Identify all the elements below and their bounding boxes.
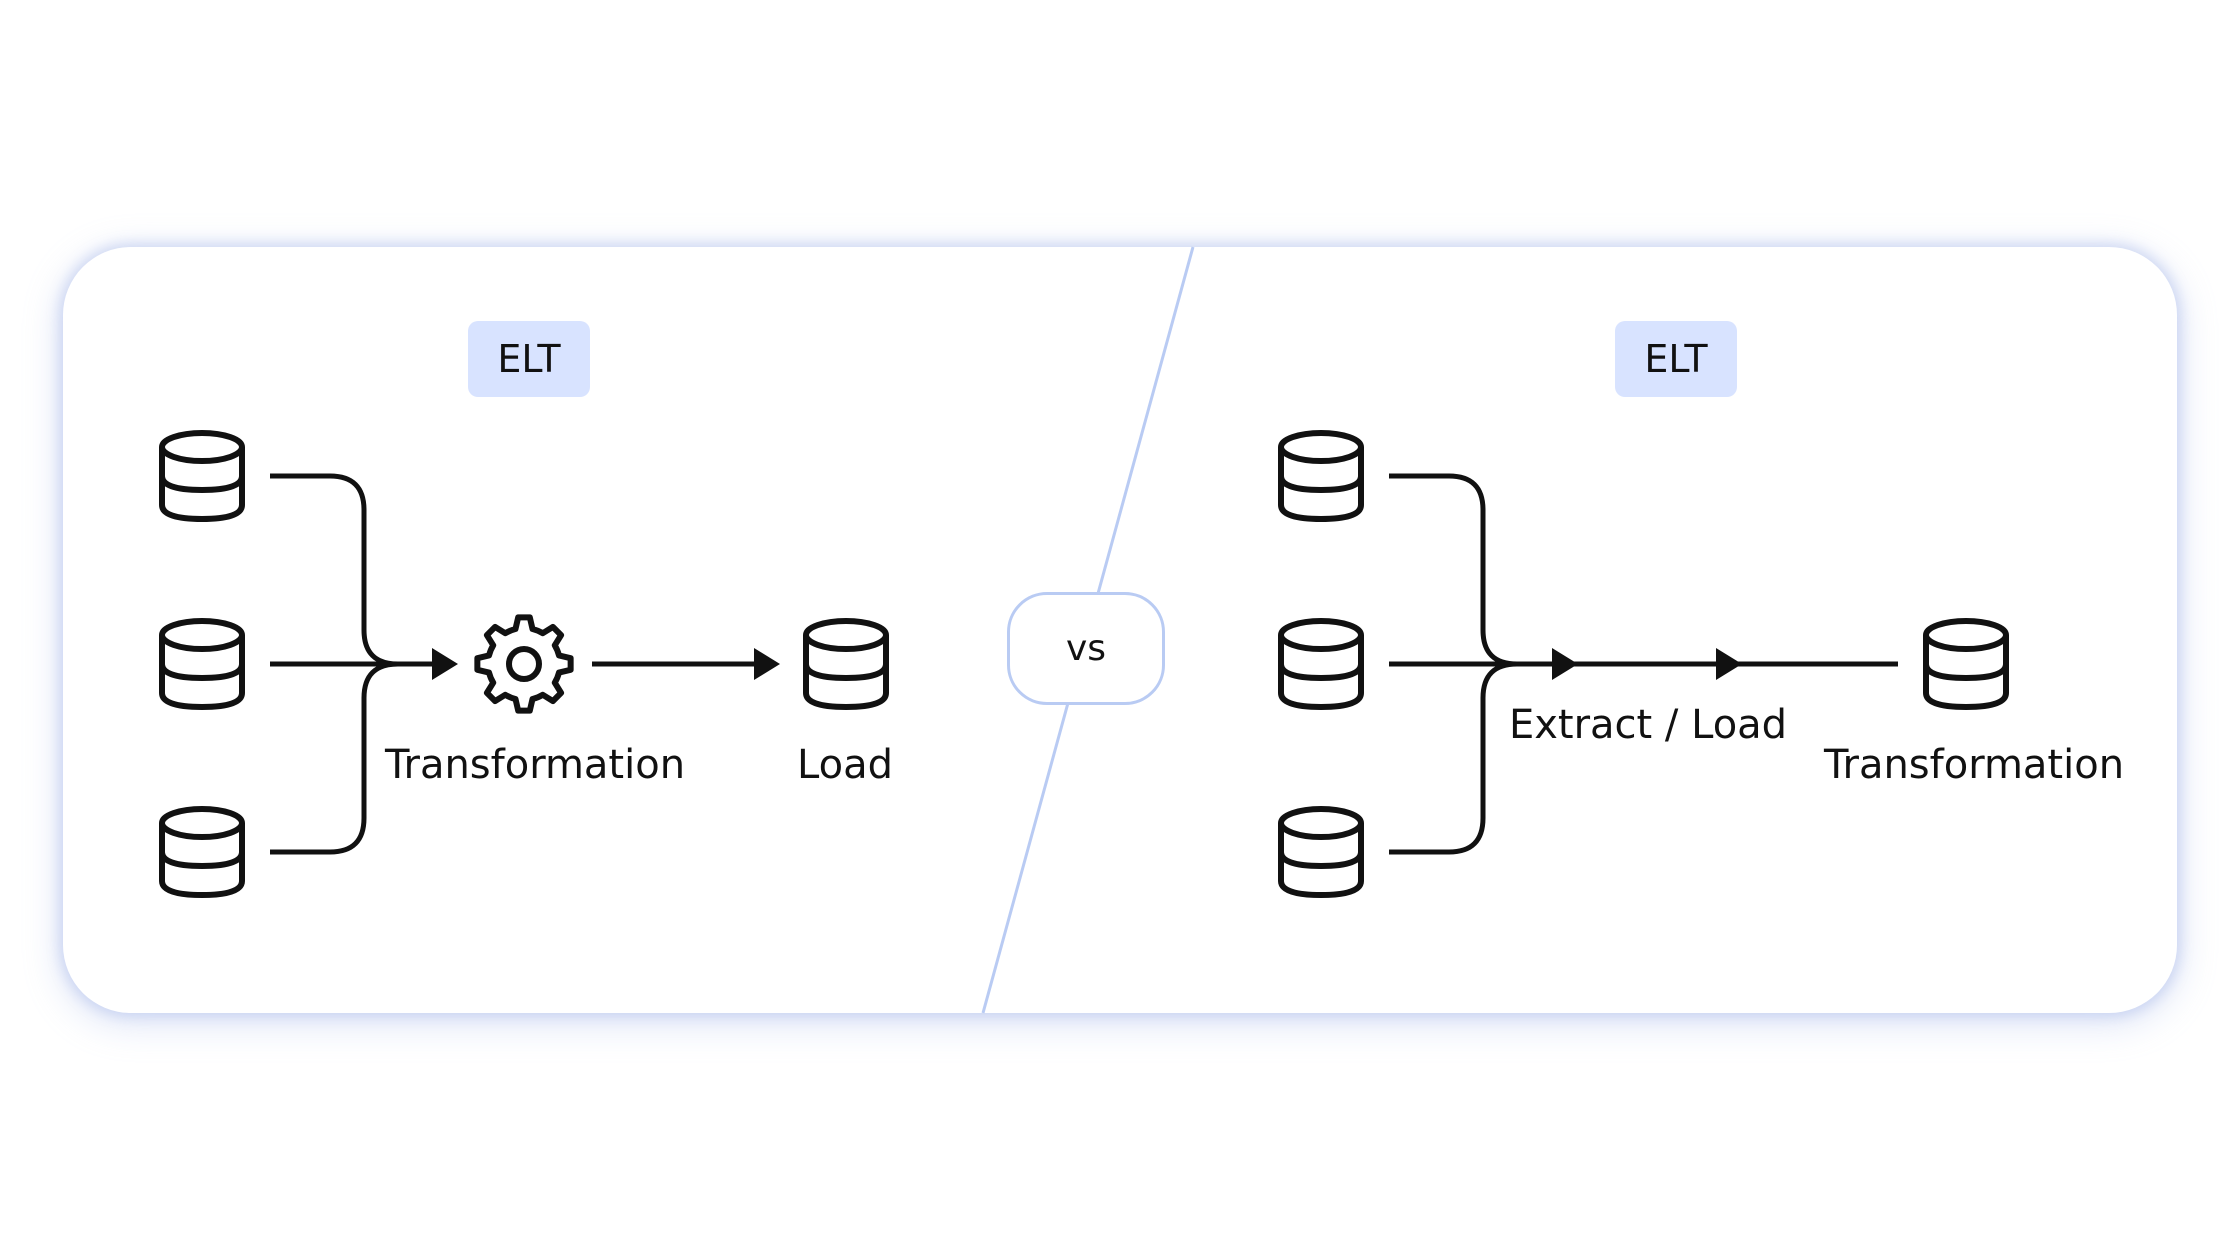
left-transformation-label: Transformation bbox=[384, 742, 686, 788]
right-extract-load-label: Extract / Load bbox=[1508, 702, 1788, 748]
vs-badge: vs bbox=[1007, 592, 1165, 705]
left-load-database-icon bbox=[806, 621, 886, 707]
right-elt-badge: ELT bbox=[1615, 321, 1737, 397]
left-source-database-icon-1 bbox=[162, 433, 242, 519]
right-source-database-icon-2 bbox=[1281, 621, 1361, 707]
right-arrow-head-2 bbox=[1716, 648, 1742, 680]
right-arrow-head-1 bbox=[1552, 648, 1578, 680]
right-source-database-icon-3 bbox=[1281, 809, 1361, 895]
left-arrow-to-load-head bbox=[754, 648, 780, 680]
gear-icon-body bbox=[474, 614, 574, 714]
left-source-database-icon-3 bbox=[162, 809, 242, 895]
gear-icon-hole bbox=[506, 646, 542, 682]
left-source-database-icon-2 bbox=[162, 621, 242, 707]
right-transformation-label: Transformation bbox=[1823, 742, 2125, 788]
right-target-database-icon bbox=[1926, 621, 2006, 707]
left-elt-badge: ELT bbox=[468, 321, 590, 397]
left-merge-connector bbox=[270, 473, 436, 855]
left-load-label: Load bbox=[797, 742, 893, 788]
gear-icon bbox=[474, 614, 574, 714]
right-merge-connector bbox=[1389, 473, 1898, 855]
left-arrow-into-transform bbox=[432, 648, 458, 680]
right-source-database-icon-1 bbox=[1281, 433, 1361, 519]
